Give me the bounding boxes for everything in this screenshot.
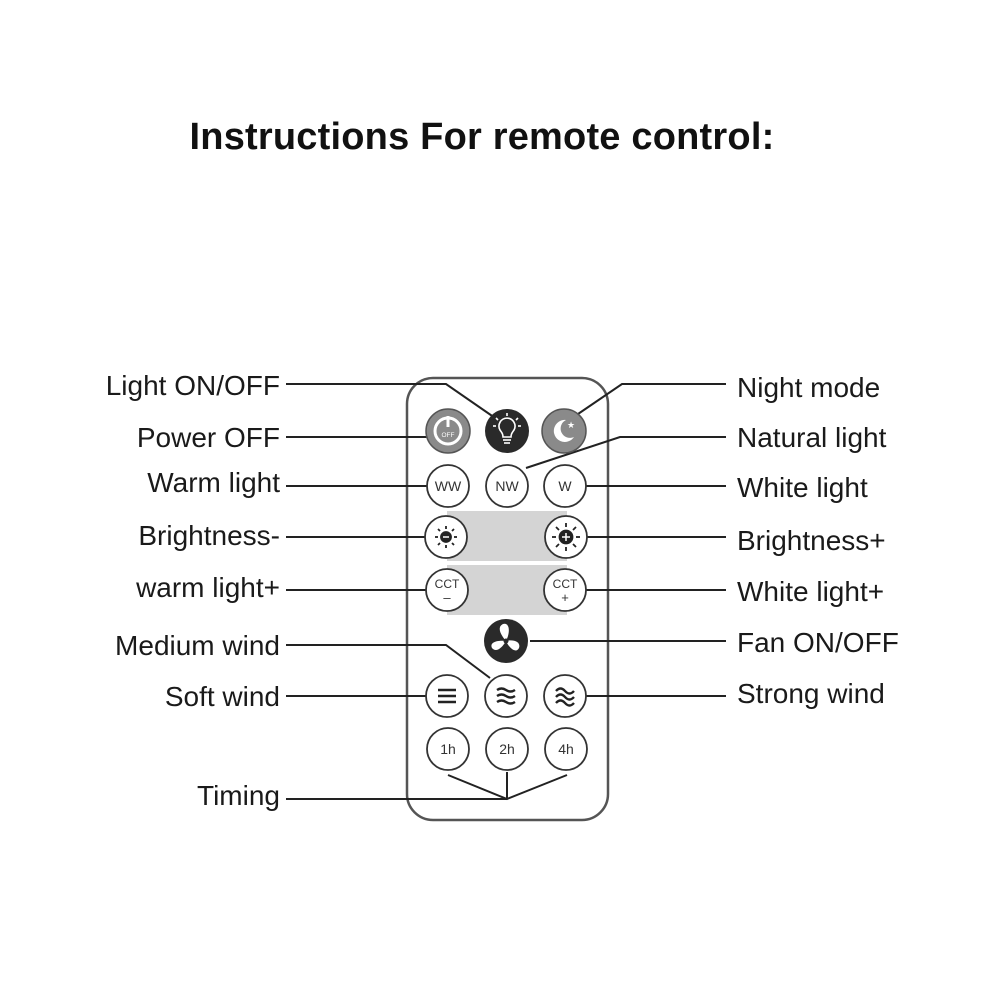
medium-wind-button[interactable] bbox=[484, 674, 528, 718]
fan-icon bbox=[491, 623, 520, 651]
leader-medium-wind bbox=[286, 644, 491, 679]
label-soft-wind: Soft wind bbox=[165, 681, 280, 712]
cct-minus-sign: – bbox=[443, 590, 451, 605]
label-white-light: White light bbox=[737, 472, 868, 503]
white-light-button[interactable]: W bbox=[543, 464, 587, 508]
page-title: Instructions For remote control: bbox=[189, 116, 775, 158]
label-power-off: Power OFF bbox=[137, 422, 280, 453]
light-bulb-icon bbox=[493, 413, 521, 444]
label-light-on-off: Light ON/OFF bbox=[106, 370, 280, 401]
label-brightness-plus: Brightness+ bbox=[737, 525, 886, 556]
cct-minus-label: CCT bbox=[435, 577, 460, 591]
warm-light-button[interactable]: WW bbox=[426, 464, 470, 508]
timer-1h-text: 1h bbox=[440, 741, 456, 757]
label-natural-light: Natural light bbox=[737, 422, 887, 453]
leader-lines bbox=[286, 383, 726, 801]
cct-plus-label: CCT bbox=[553, 577, 578, 591]
leader-night-mode bbox=[577, 383, 726, 415]
timer-2h-button[interactable]: 2h bbox=[485, 727, 529, 771]
light-on-off-button[interactable] bbox=[485, 409, 529, 453]
brightness-plus-button[interactable] bbox=[544, 515, 588, 559]
nw-text: NW bbox=[495, 478, 519, 494]
label-brightness-minus: Brightness- bbox=[138, 520, 280, 551]
leader-light-on-off bbox=[286, 383, 499, 421]
label-white-light-plus: White light+ bbox=[737, 576, 884, 607]
soft-wind-button[interactable] bbox=[425, 674, 469, 718]
moon-star-icon: ★ bbox=[553, 419, 575, 442]
label-night-mode: Night mode bbox=[737, 372, 880, 403]
timer-4h-button[interactable]: 4h bbox=[544, 727, 588, 771]
cct-plus-sign: + bbox=[561, 590, 569, 605]
wind-strong-icon bbox=[555, 687, 575, 707]
svg-text:★: ★ bbox=[567, 421, 575, 431]
label-warm-light: Warm light bbox=[147, 467, 280, 498]
timer-4h-text: 4h bbox=[558, 741, 574, 757]
timer-1h-button[interactable]: 1h bbox=[426, 727, 470, 771]
power-off-text: OFF bbox=[442, 432, 455, 439]
ww-text: WW bbox=[435, 478, 462, 494]
label-timing: Timing bbox=[197, 780, 280, 811]
wind-soft-icon bbox=[438, 688, 456, 704]
natural-light-button[interactable]: NW bbox=[485, 464, 529, 508]
warm-light-plus-button[interactable]: CCT – bbox=[425, 568, 469, 612]
label-medium-wind: Medium wind bbox=[115, 630, 280, 661]
white-light-plus-button[interactable]: CCT + bbox=[543, 568, 587, 612]
fan-on-off-button[interactable] bbox=[484, 619, 528, 663]
night-mode-button[interactable]: ★ bbox=[541, 408, 587, 454]
leader-natural-light bbox=[525, 436, 726, 469]
timer-2h-text: 2h bbox=[499, 741, 515, 757]
label-fan-on-off: Fan ON/OFF bbox=[737, 627, 899, 658]
power-off-button[interactable]: OFF bbox=[425, 408, 471, 454]
sun-plus-icon bbox=[552, 523, 580, 551]
sun-minus-icon bbox=[435, 526, 457, 548]
strong-wind-button[interactable] bbox=[543, 674, 587, 718]
wind-medium-icon bbox=[496, 687, 516, 705]
w-text: W bbox=[558, 478, 572, 494]
brightness-minus-button[interactable] bbox=[424, 515, 468, 559]
label-strong-wind: Strong wind bbox=[737, 678, 885, 709]
label-warm-light-plus: warm light+ bbox=[135, 572, 280, 603]
